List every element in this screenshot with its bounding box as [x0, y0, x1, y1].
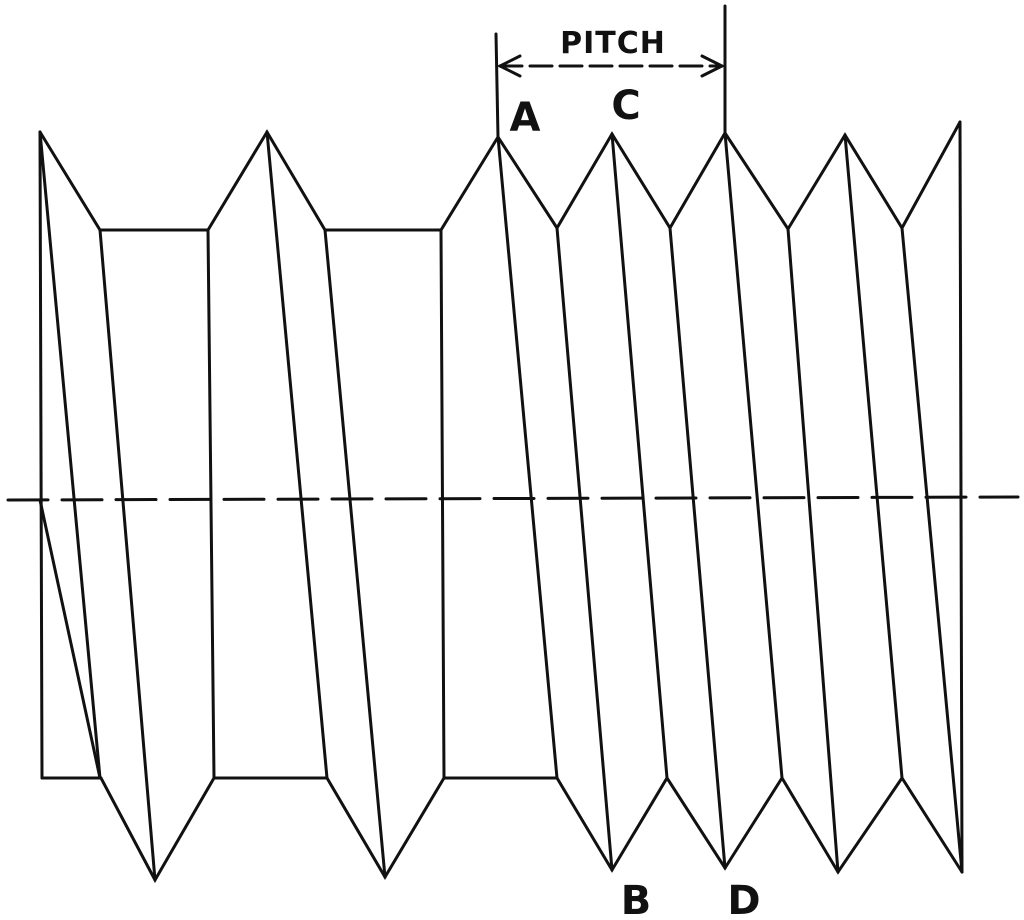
arrow-left-icon — [496, 54, 522, 78]
left-end-line — [38, 130, 44, 780]
helix-line — [786, 227, 840, 874]
pitch-dimension: PITCH — [494, 4, 727, 139]
helix-line — [843, 133, 904, 780]
helix-line — [439, 228, 446, 780]
center-axis-line — [6, 495, 1020, 502]
label-b: B — [621, 878, 652, 920]
helix-line — [610, 132, 669, 780]
helix-line — [900, 226, 964, 874]
helix-line — [38, 498, 102, 780]
helix-line — [555, 226, 614, 872]
label-c: C — [611, 83, 640, 129]
helix-line — [98, 228, 157, 882]
helix-line — [668, 226, 727, 870]
right-end-line — [958, 120, 964, 874]
bottom-thread-profile — [40, 775, 964, 884]
pitch-label: PITCH — [560, 26, 666, 61]
helix-line — [323, 228, 387, 879]
top-thread-profile — [38, 120, 962, 232]
helix-line — [723, 131, 784, 780]
helix-line — [206, 228, 216, 780]
pitch-extension-left — [494, 32, 500, 139]
helix-line — [265, 130, 329, 780]
label-d: D — [727, 878, 760, 920]
helix-line — [496, 135, 559, 780]
label-a: A — [510, 95, 541, 141]
helix-line — [38, 130, 102, 780]
arrow-right-icon — [700, 54, 726, 78]
thread-helix-lines — [38, 130, 964, 882]
